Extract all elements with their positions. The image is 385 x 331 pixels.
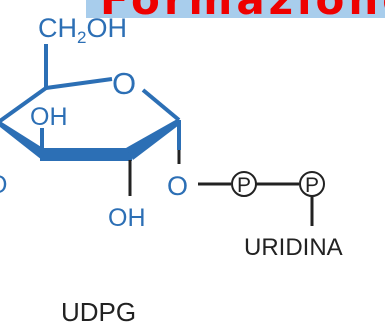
ring-oxygen: O	[112, 66, 136, 101]
hydroxyl-upper: OH	[30, 103, 68, 131]
uridine-label: URIDINA	[244, 234, 343, 261]
molecule-caption: UDPG	[61, 297, 136, 327]
ch2oh-prefix: CH	[38, 13, 77, 43]
c3-c2-bold-bond	[40, 148, 132, 161]
phosphate-2: P	[305, 174, 319, 197]
slide-title: Formazione	[100, 0, 385, 18]
c4-c3-wedge	[0, 121, 46, 160]
ch2oh-label: CH2OH	[38, 13, 127, 47]
ch2oh-suffix: OH	[86, 13, 127, 43]
ch2oh-subscript: 2	[77, 28, 86, 47]
c5-c4-bond	[0, 86, 48, 123]
hydroxyl-lower: OH	[108, 204, 146, 232]
c4-hydroxyl-partial: O	[0, 171, 7, 199]
phosphate-1: P	[237, 174, 251, 197]
c2-c1-wedge	[126, 118, 179, 160]
glycosidic-oxygen: O	[167, 171, 188, 201]
c5-o5-bond	[45, 77, 113, 90]
title-banner: Formazione	[86, 0, 385, 18]
o5-c1-bond	[141, 88, 181, 122]
